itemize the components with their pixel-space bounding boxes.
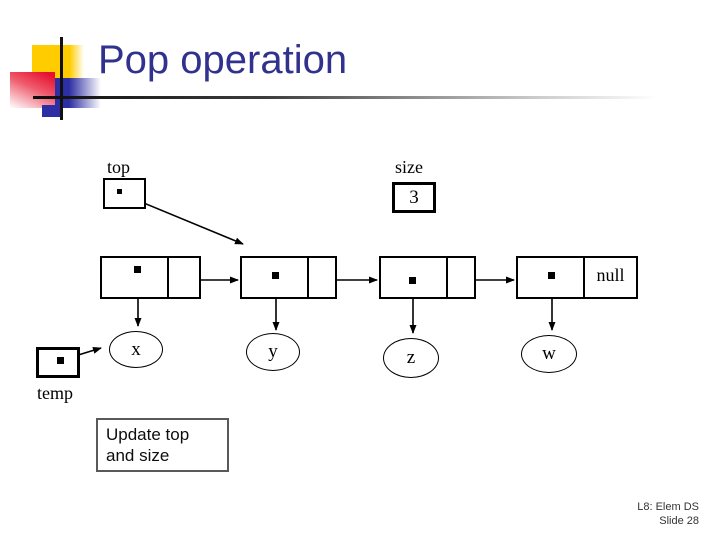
top-pointer-box [103,178,146,209]
node3-next-cell [448,258,474,297]
top-pointer-dot [117,189,122,194]
footer-course-label: L8: Elem DS [637,501,699,513]
title-underline [33,96,698,99]
node4-next-cell-null: null [596,264,625,285]
node3-data-cell [381,258,448,297]
node2-next-cell [309,258,335,297]
list-node-4: null [516,256,638,299]
temp-pointer-label: temp [37,383,73,403]
temp-pointer-dot [57,357,64,364]
node2-pointer-dot [272,272,279,279]
node3-pointer-dot [409,277,416,284]
decoration-vertical-line [60,37,63,120]
node2-data-cell [242,258,309,297]
node1-pointer-dot [134,266,141,273]
callout-line1: Update top [106,425,190,444]
list-node-1 [100,256,201,299]
top-pointer-label: top [107,157,131,177]
footer-slide-number: Slide 28 [659,514,699,527]
node1-next-cell [169,258,199,297]
decoration-blue-small-square [42,105,62,117]
element-ellipse-z: z [383,338,439,378]
element-ellipse-y: y [246,333,300,371]
element-ellipse-x: x [109,331,163,368]
size-label: size [395,157,423,177]
list-node-2 [240,256,337,299]
element-ellipse-w: w [521,335,577,373]
slide-footer: L8: Elem DS Slide 28 [637,501,699,528]
callout-update-top-and-size: Update top and size [96,418,229,472]
node1-data-cell [102,258,169,297]
list-node-3 [379,256,476,299]
size-value-box: 3 [392,182,436,213]
node4-pointer-dot [548,272,555,279]
callout-line2: and size [106,446,170,465]
slide-title: Pop operation [98,38,348,82]
decoration-red-square [10,72,55,108]
node4-data-cell [518,258,585,297]
